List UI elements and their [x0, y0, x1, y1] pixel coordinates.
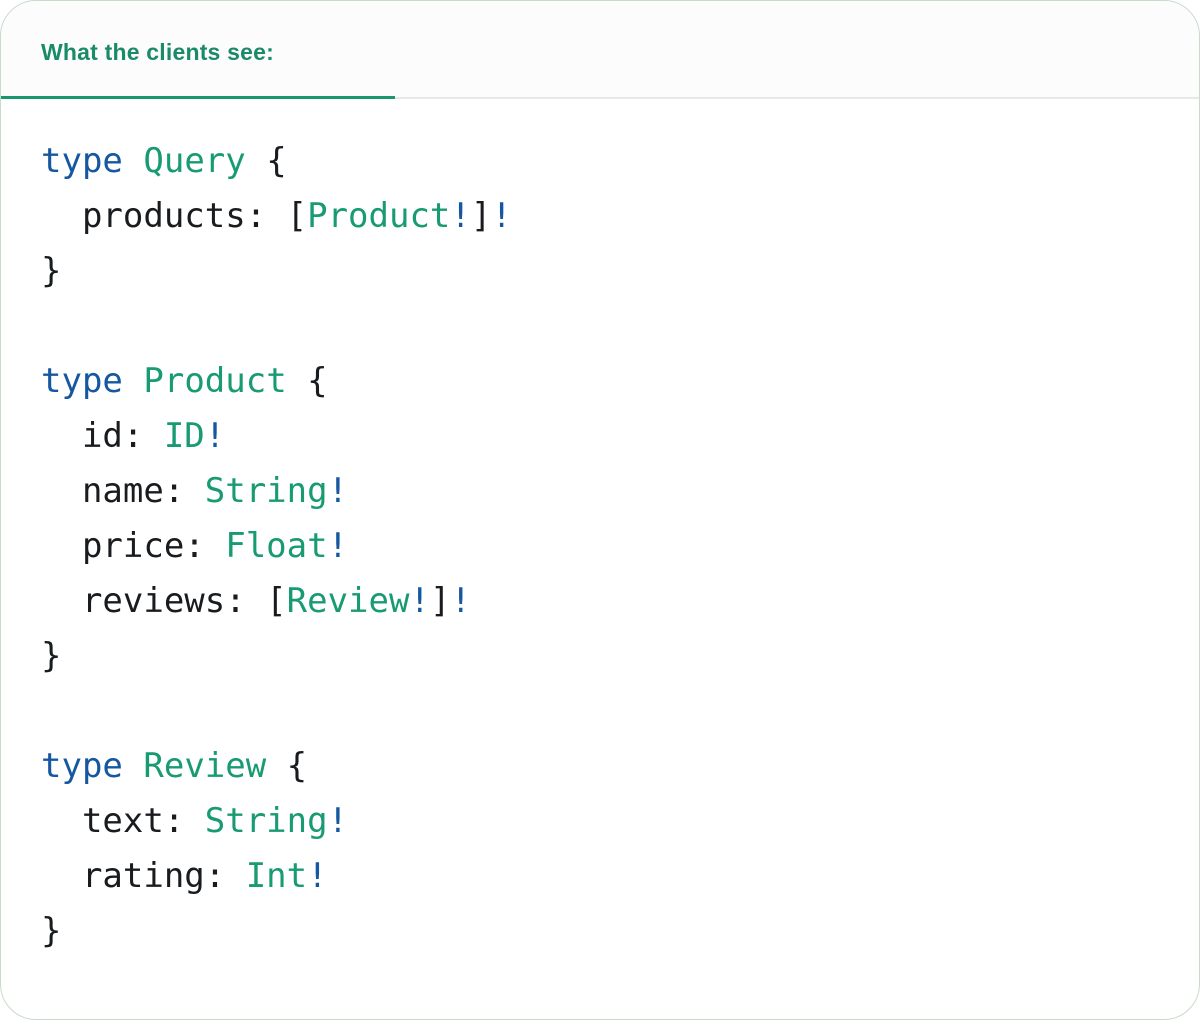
graphql-schema-code: type Query { products: [Product!]! } typ… — [41, 141, 512, 951]
tab-label: What the clients see: — [41, 38, 274, 65]
active-tab-underline — [1, 96, 395, 99]
tab-bar: What the clients see: — [1, 1, 1199, 99]
tab-what-clients-see[interactable]: What the clients see: — [41, 39, 274, 66]
